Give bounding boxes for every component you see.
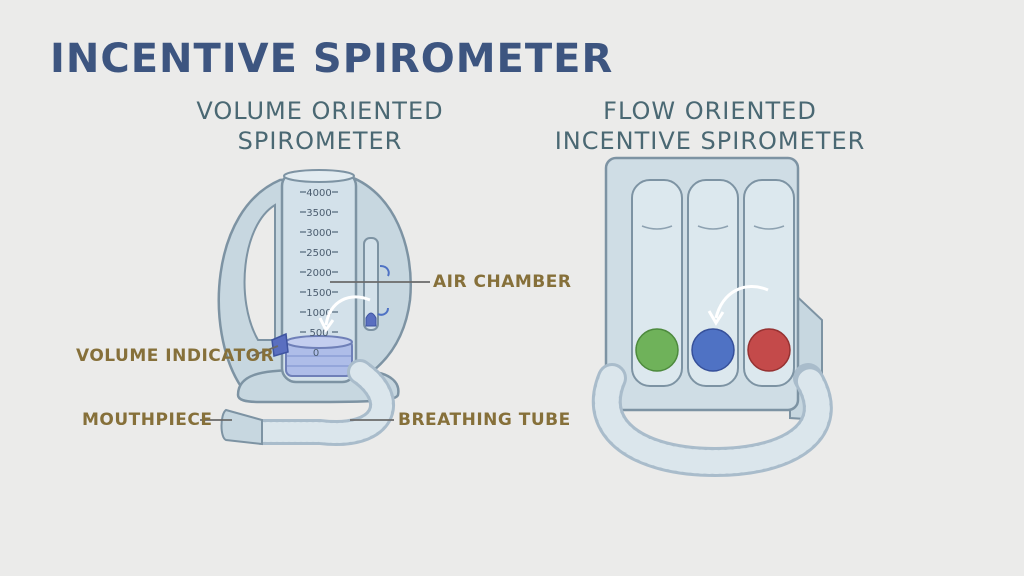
green-ball [635,328,679,372]
volume-indicator-label: VOLUME INDICATOR [76,346,275,366]
small-arrow-icon [377,307,389,316]
volume-spirometer-device: 4000 3500 3000 2500 2000 1500 1000 500 0 [217,169,412,447]
red-ball [747,328,791,372]
curved-arrow-icon [714,285,769,319]
scale-label: 3000 [306,228,331,239]
page-title: INCENTIVE SPIROMETER [50,36,614,82]
flow-heading-line2: INCENTIVE SPIROMETER [554,127,866,155]
breathing-tube-label: BREATHING TUBE [398,410,571,430]
volume-heading-line2: SPIROMETER [237,127,403,155]
air-chamber-label: AIR CHAMBER [433,272,572,292]
curved-arrow-icon [324,295,371,326]
scale-label: 0 [313,348,319,359]
flow-rate-chamber [363,237,379,331]
scale-label: 1000 [306,308,331,319]
flow-spirometer-device [591,156,833,478]
flow-spirometer-heading: FLOW ORIENTED INCENTIVE SPIROMETER [540,96,880,156]
mouthpiece [220,408,263,446]
volume-indicator-leader [251,345,279,357]
volume-heading-line1: VOLUME ORIENTED [196,97,444,125]
mouthpiece-label: MOUTHPIECE [82,410,213,430]
blue-ball [691,328,735,372]
scale-label: 3500 [306,208,331,219]
flow-heading-line1: FLOW ORIENTED [603,97,817,125]
volume-spirometer-heading: VOLUME ORIENTED SPIROMETER [190,96,450,156]
scale-label: 2000 [306,268,331,279]
scale-label: 1500 [306,288,331,299]
volume-indicator-marker [271,332,289,357]
scale-label: 2500 [306,248,331,259]
small-arrow-icon [379,265,390,277]
handle-hole [243,203,276,341]
scale-label: 500 [309,328,328,339]
piston [285,335,353,377]
scale-label: 4000 [306,188,331,199]
